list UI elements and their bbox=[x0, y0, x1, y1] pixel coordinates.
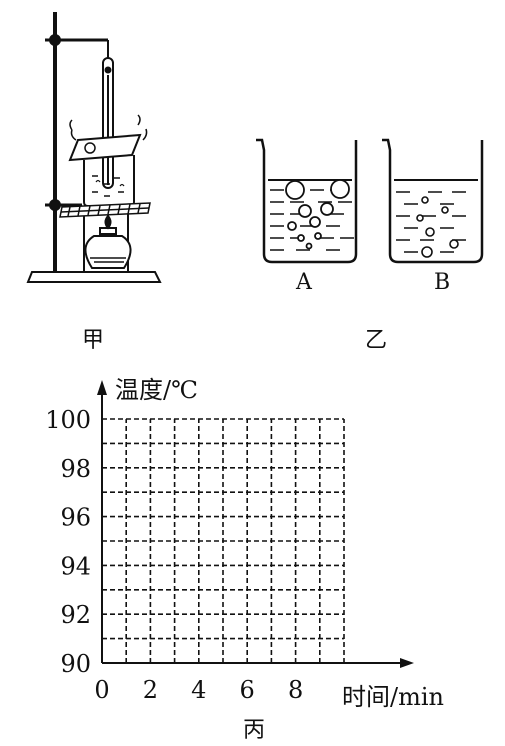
y-tick-label: 92 bbox=[60, 601, 91, 629]
y-tick-label: 96 bbox=[60, 504, 91, 532]
alcohol-lamp bbox=[84, 214, 132, 269]
y-tick-label: 94 bbox=[60, 552, 91, 580]
iron-stand bbox=[26, 12, 162, 283]
lid-hole bbox=[84, 142, 96, 154]
y-axis-arrow bbox=[97, 380, 107, 395]
x-tick-label: 2 bbox=[143, 676, 158, 704]
beaker-a bbox=[256, 138, 358, 264]
x-tick-label: 4 bbox=[191, 676, 206, 704]
x-tick-label: 8 bbox=[288, 676, 303, 704]
x-axis-label: 时间/min bbox=[342, 683, 444, 711]
x-axis-arrow bbox=[400, 658, 414, 668]
y-tick-label: 100 bbox=[45, 406, 91, 434]
beaker-a-label: A bbox=[296, 270, 312, 295]
caption-jia: 甲 bbox=[82, 328, 105, 353]
beaker-lid bbox=[68, 133, 142, 162]
caption-yi: 乙 bbox=[365, 328, 388, 353]
beaker-b-label: B bbox=[434, 270, 451, 295]
steam-marks bbox=[69, 114, 148, 141]
chart-grid bbox=[102, 418, 345, 663]
y-tick-label: 98 bbox=[60, 455, 91, 483]
y-tick-label: 90 bbox=[60, 650, 91, 678]
x-tick-label: 6 bbox=[240, 676, 255, 704]
x-tick-label: 0 bbox=[94, 676, 109, 704]
caption-bing: 丙 bbox=[243, 718, 266, 743]
chart-axes bbox=[97, 380, 414, 668]
wire-gauze bbox=[59, 202, 151, 218]
beaker-b bbox=[382, 138, 484, 264]
y-axis-label: 温度/℃ bbox=[115, 376, 198, 404]
chart-tick-labels: 90 92 94 96 98 100 0 2 4 6 8 bbox=[45, 406, 303, 704]
